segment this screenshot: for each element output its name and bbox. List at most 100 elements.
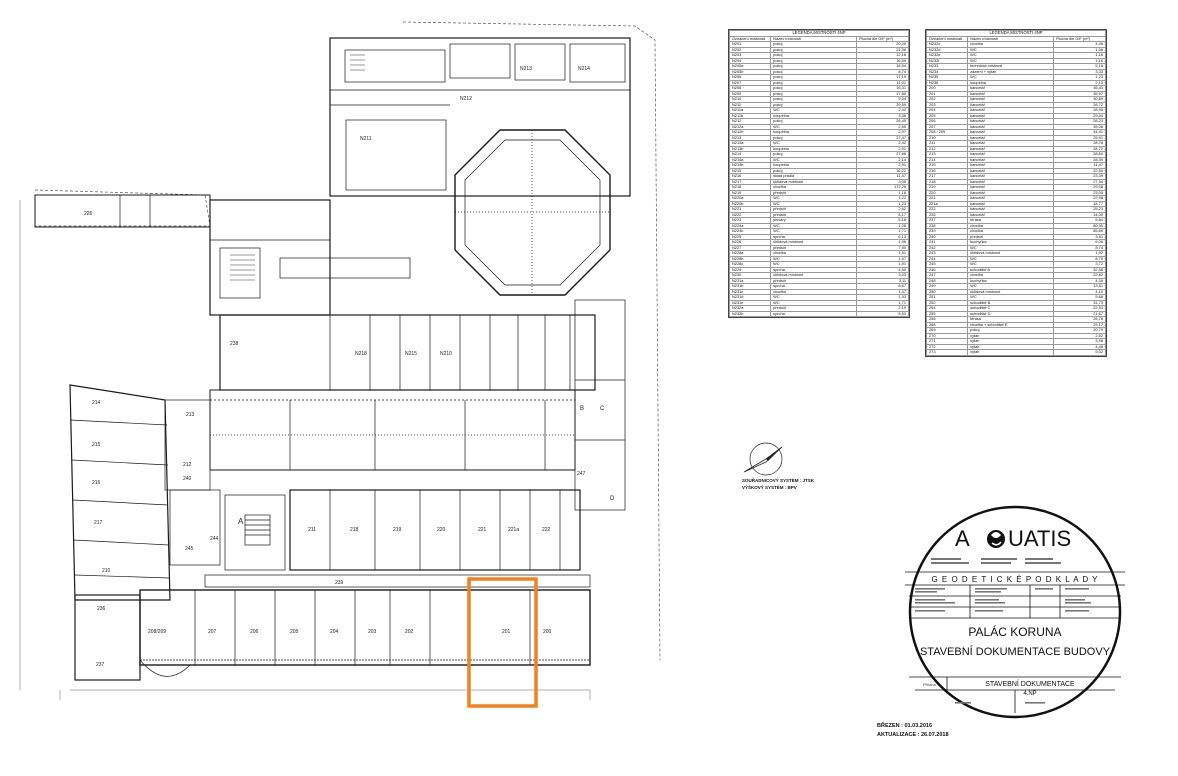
room-name: sprcha xyxy=(770,266,858,273)
height-system: VÝŠKOVÝ SYSTÉM : BPV xyxy=(742,485,797,490)
room-code: N211b xyxy=(728,112,772,119)
room-label: 219 xyxy=(393,527,402,533)
field-label: Příloha xyxy=(923,682,936,687)
room-area: 28,72 xyxy=(1053,101,1106,108)
room-code: 203 xyxy=(925,101,969,108)
stamp-heading: G E O D E T I C K É P O D K L A D Y xyxy=(931,575,1098,584)
room-label: N210 xyxy=(440,351,452,357)
room-name: WC xyxy=(770,261,858,268)
room-area: 2,19 xyxy=(856,305,909,312)
legend-table-right: LEGENDA MÍSTNOSTÍ 4NP Označení místnosti… xyxy=(925,29,1107,357)
title-stamp: A UATIS G E O D E T I C K É P O D K xyxy=(905,505,1125,719)
project-name: PALÁC KORUNA xyxy=(968,624,1061,639)
room-code: N233 xyxy=(925,63,969,70)
room-name: WC xyxy=(770,294,858,301)
room-area: 26,76 xyxy=(1053,316,1106,323)
room-name: koupelna xyxy=(967,79,1055,86)
room-area: 29,59 xyxy=(856,101,909,108)
room-name: WC xyxy=(967,283,1055,290)
room-label: 200 xyxy=(543,629,552,635)
room-area: 17,19 xyxy=(856,74,909,81)
room-area: 2,13 xyxy=(1053,79,1106,86)
room-code: 273 xyxy=(925,349,969,356)
update-line: AKTUALIZACE : 26.07.2018 xyxy=(877,732,949,738)
room-area: 30,89 xyxy=(1053,96,1106,103)
room-label: 214 xyxy=(92,400,101,406)
date-line: BŘEZEN : 01.03.2016 xyxy=(877,723,933,729)
room-label: 215 xyxy=(92,442,101,448)
room-area: 3,36 xyxy=(856,112,909,119)
room-area: 35,43 xyxy=(1053,85,1106,92)
legend-table-left: LEGENDA MÍSTNOSTÍ 4NP Označení místnosti… xyxy=(728,29,910,318)
room-label: 239 xyxy=(335,580,344,586)
room-label: 216 xyxy=(92,480,101,486)
room-label: N215 xyxy=(405,351,417,357)
room-name: kancelář xyxy=(967,112,1055,119)
room-label: 240 xyxy=(183,476,192,482)
room-label: 221 xyxy=(478,527,487,533)
room-area: 2,42 xyxy=(856,107,909,114)
room-label: D xyxy=(610,496,615,502)
room-area: 13,51 xyxy=(1053,283,1106,290)
room-name: WC xyxy=(770,255,858,262)
room-label: 206 xyxy=(250,629,259,635)
room-name: výtah xyxy=(967,343,1055,350)
room-code: N207 xyxy=(728,79,772,86)
room-code: 252 xyxy=(925,299,969,306)
room-code: N206 xyxy=(728,74,772,81)
room-name: kancelář xyxy=(967,90,1055,97)
room-area: 3,72 xyxy=(1053,261,1106,268)
room-label: 213 xyxy=(186,412,195,418)
room-area: 26,45 xyxy=(856,118,909,125)
room-name: pokoj xyxy=(770,85,858,92)
room-name: kancelář xyxy=(967,96,1055,103)
room-code: N232a xyxy=(728,305,772,312)
room-code: N211 xyxy=(728,101,772,108)
room-name: pokoj xyxy=(770,118,858,125)
room-name: sprcha xyxy=(770,310,858,317)
room-name: schodiště D xyxy=(967,310,1055,317)
room-area: 11,01 xyxy=(856,79,909,86)
room-name: kancelář xyxy=(967,85,1055,92)
room-code: N205a xyxy=(728,63,772,70)
room-area: 32,58 xyxy=(1053,266,1106,273)
room-area: 31,73 xyxy=(1053,299,1106,306)
room-label: 207 xyxy=(208,629,217,635)
room-code: N236 xyxy=(925,79,969,86)
room-label: 244 xyxy=(210,536,219,542)
room-name: pokoj xyxy=(770,90,858,97)
room-name: chodba xyxy=(967,272,1055,279)
room-area: 4,48 xyxy=(1053,343,1106,350)
logo-text: UATIS xyxy=(1008,526,1071,551)
room-name: WC xyxy=(967,255,1055,262)
room-label: N211 xyxy=(360,136,372,142)
room-name: sprcha xyxy=(770,283,858,290)
room-area: 3,98 xyxy=(1053,338,1106,345)
room-code: 254 xyxy=(925,305,969,312)
room-code: N231c xyxy=(728,288,772,295)
room-area: 4,50 xyxy=(856,266,909,273)
room-code: 200 xyxy=(925,85,969,92)
room-label: C xyxy=(600,406,605,412)
